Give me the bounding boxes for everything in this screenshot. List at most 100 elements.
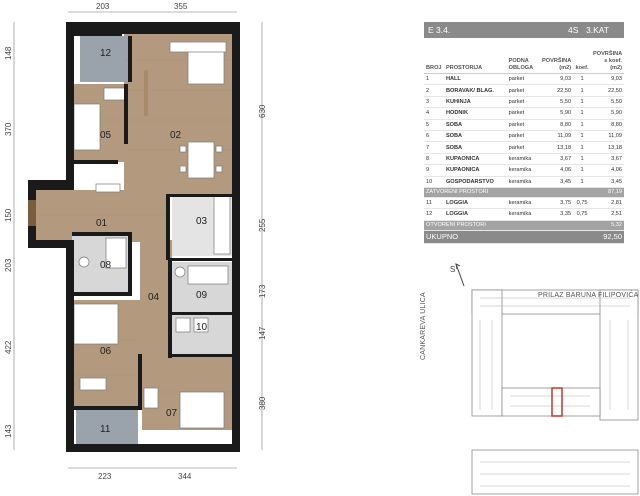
closed-total: 87,19: [590, 187, 624, 198]
dimensions-top: 203 355: [96, 2, 188, 11]
cell-area: 13,18: [540, 141, 574, 154]
cell-area-coef: 3,67: [590, 153, 624, 166]
dim-left-6: 143: [4, 424, 13, 438]
cell-area-coef: 22,50: [590, 84, 624, 97]
dim-right-5: 380: [258, 396, 267, 410]
cell-room: KUPAONICA: [443, 164, 507, 177]
cell-coef: 1: [573, 119, 591, 131]
cell-floor: keramika: [506, 164, 541, 177]
site-plan: S: [450, 263, 639, 495]
cell-floor: parket: [506, 119, 541, 131]
cell-room: HODNIK: [443, 107, 507, 120]
cell-room: GOSPODARSTVO: [443, 176, 507, 188]
cell-no: 7: [424, 141, 444, 154]
cell-area: 3,67: [540, 153, 574, 166]
unit-floor: 3.KAT: [586, 25, 609, 35]
cell-room: SOBA: [443, 119, 507, 131]
dim-top-2: 355: [174, 2, 188, 11]
dim-left-1: 148: [4, 46, 13, 60]
col-coef: koef.: [573, 50, 591, 74]
cell-floor: parket: [506, 84, 541, 97]
walls: [28, 22, 240, 452]
unit-code: E 3.4.: [428, 25, 451, 35]
street-left-label: CANKAREVA ULICA: [420, 292, 427, 360]
open-subtotal-row: OTVORENI PROSTORI 5,32: [424, 220, 624, 231]
cell-room: KUHINJA: [443, 96, 507, 109]
cell-room: LOGGIA: [443, 208, 507, 221]
cell-floor: parket: [506, 107, 541, 120]
room-10: 10: [196, 322, 208, 333]
cell-floor: keramika: [506, 208, 541, 221]
cell-area: 22,50: [540, 84, 574, 97]
cell-area-coef: 2,51: [590, 208, 624, 221]
room-numbers: 01 02 03 04 05 06 07 08 09 10 11 12: [96, 48, 208, 435]
closed-subtotal-row: ZATVORENI PROSTORI 87,19: [424, 187, 624, 198]
open-label: OTVORENI PROSTORI: [424, 220, 591, 231]
room-12: 12: [100, 48, 112, 59]
entrance-door: [28, 200, 36, 226]
cell-area-coef: 4,06: [590, 164, 624, 177]
cell-no: 1: [424, 73, 444, 86]
building-blocks: [471, 289, 639, 495]
cell-no: 2: [424, 84, 444, 97]
cell-room: SOBA: [443, 130, 507, 143]
block-details: [479, 297, 630, 487]
room-09: 09: [196, 290, 208, 301]
cell-no: 12: [424, 208, 444, 221]
closed-label: ZATVORENI PROSTORI: [424, 187, 591, 198]
dim-left-4: 203: [4, 258, 13, 272]
cell-coef: 0,75: [573, 208, 591, 221]
room-11: 11: [100, 424, 111, 435]
cell-room: KUPAONICA: [443, 153, 507, 166]
cell-no: 5: [424, 119, 444, 131]
cell-area: 8,80: [540, 119, 574, 131]
cell-floor: keramika: [506, 176, 541, 188]
cell-room: SOBA: [443, 141, 507, 154]
cell-area-coef: 5,50: [590, 96, 624, 109]
north-arrow-icon: [455, 263, 465, 287]
room-03: 03: [196, 216, 208, 227]
room-06: 06: [100, 346, 112, 357]
col-no: BROJ: [424, 50, 444, 74]
dim-bottom-2: 344: [178, 472, 192, 481]
cell-area: 5,90: [540, 107, 574, 120]
col-floor: PODNA OBLOGA: [506, 50, 541, 74]
cell-no: 9: [424, 164, 444, 177]
cell-coef: 1: [573, 141, 591, 154]
room-02: 02: [170, 130, 182, 141]
cell-coef: 1: [573, 164, 591, 177]
total-value: 92,50: [590, 230, 624, 244]
cell-area-coef: 3,45: [590, 176, 624, 188]
cell-area: 9,03: [540, 73, 574, 86]
cell-coef: 1: [573, 96, 591, 109]
dim-right-3: 173: [258, 284, 267, 298]
cell-floor: parket: [506, 96, 541, 109]
col-area-coef: POVRŠINA s koef. (m2): [590, 50, 624, 74]
cell-coef: 1: [573, 84, 591, 97]
room-04: 04: [148, 292, 160, 303]
cell-area: 11,09: [540, 130, 574, 143]
cell-area-coef: 8,80: [590, 119, 624, 131]
cell-area-coef: 13,18: [590, 141, 624, 154]
cell-room: HALL: [443, 73, 507, 86]
dim-right-2: 255: [258, 218, 267, 232]
cell-area-coef: 5,90: [590, 107, 624, 120]
cell-area: 4,06: [540, 164, 574, 177]
cell-no: 10: [424, 176, 444, 188]
dim-left-2: 370: [4, 122, 13, 136]
cell-area-coef: 2,81: [590, 197, 624, 210]
cell-floor: parket: [506, 130, 541, 143]
cell-coef: 1: [573, 73, 591, 86]
